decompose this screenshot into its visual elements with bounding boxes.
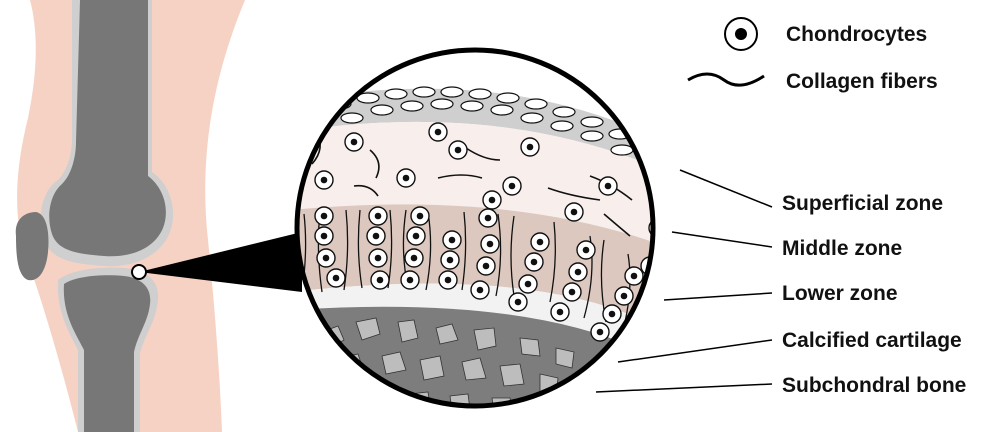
chondrocyte xyxy=(397,169,415,187)
leader-calcified xyxy=(618,340,772,362)
chondrocyte xyxy=(615,287,633,305)
chondrocyte xyxy=(509,293,527,311)
chondrocyte xyxy=(503,177,521,195)
chondrocyte xyxy=(481,235,499,253)
chondrocyte xyxy=(327,269,345,287)
legend-collagen-fibers: Collagen fibers xyxy=(786,70,938,93)
chondrocyte xyxy=(411,207,429,225)
chondrocyte xyxy=(441,251,459,269)
label-calcified-cartilage: Calcified cartilage xyxy=(782,329,962,352)
chondrocyte xyxy=(577,241,595,259)
chondrocyte xyxy=(401,271,419,289)
chondrocyte xyxy=(443,231,461,249)
label-middle-zone: Middle zone xyxy=(782,237,902,260)
chondrocyte xyxy=(449,141,467,159)
label-lower-zone: Lower zone xyxy=(782,282,898,305)
chondrocyte xyxy=(519,275,537,293)
chondrocyte xyxy=(531,233,549,251)
chondrocyte-legend-icon xyxy=(725,18,757,50)
chondrocyte xyxy=(315,171,333,189)
collagen-fiber-legend-icon xyxy=(688,74,764,85)
leader-lower xyxy=(664,293,772,300)
chondrocyte xyxy=(429,123,447,141)
chondrocyte xyxy=(369,207,387,225)
chondrocyte xyxy=(317,249,335,267)
label-superficial-zone: Superficial zone xyxy=(782,192,943,215)
chondrocyte xyxy=(439,271,457,289)
chondrocyte xyxy=(371,271,389,289)
chondrocyte xyxy=(525,253,543,271)
chondrocyte xyxy=(591,323,609,341)
legend-chondrocytes: Chondrocytes xyxy=(786,23,927,46)
zone-labels: Superficial zone Middle zone Lower zone … xyxy=(782,192,966,397)
chondrocyte xyxy=(599,177,617,195)
chondrocyte xyxy=(405,249,423,267)
knee-illustration xyxy=(16,0,245,432)
chondrocyte xyxy=(477,257,495,275)
chondrocyte xyxy=(345,133,363,151)
leader-subchondral xyxy=(596,384,772,392)
chondrocyte xyxy=(471,281,489,299)
chondrocyte xyxy=(563,283,581,301)
label-subchondral-bone: Subchondral bone xyxy=(782,374,966,397)
chondrocyte xyxy=(407,227,425,245)
chondrocyte xyxy=(521,138,539,156)
zoom-origin-circle xyxy=(132,265,146,279)
chondrocyte xyxy=(479,209,497,227)
magnified-view xyxy=(290,40,680,430)
leader-middle xyxy=(672,232,772,247)
chondrocyte xyxy=(367,227,385,245)
chondrocyte xyxy=(551,303,569,321)
chondrocyte xyxy=(565,203,583,221)
chondrocyte xyxy=(315,207,333,225)
chondrocyte xyxy=(315,227,333,245)
chondrocyte xyxy=(483,191,501,209)
chondrocyte xyxy=(369,249,387,267)
chondrocyte xyxy=(603,305,621,323)
legend: Chondrocytes Collagen fibers xyxy=(688,18,938,93)
chondrocyte xyxy=(569,263,587,281)
leader-superficial xyxy=(680,170,772,207)
chondrocyte xyxy=(625,267,643,285)
